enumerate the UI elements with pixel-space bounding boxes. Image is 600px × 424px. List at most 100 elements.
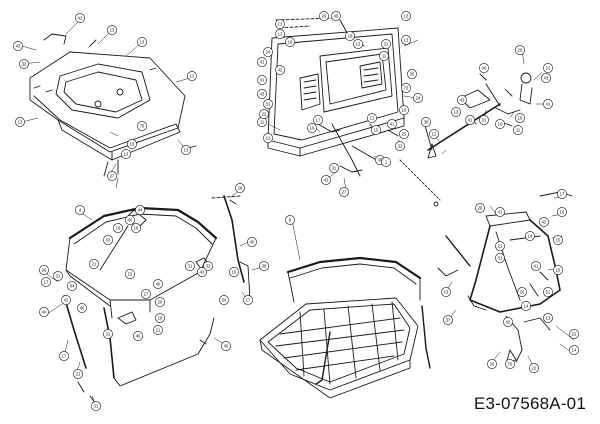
callout-13: 13 <box>401 11 411 21</box>
callout-11: 11 <box>257 117 267 127</box>
callout-number: 42 <box>278 68 283 73</box>
callout-circle <box>263 133 273 143</box>
callout-circle <box>321 175 331 185</box>
callout-number: 42 <box>506 320 511 325</box>
callout-41: 41 <box>257 75 267 85</box>
callout-circle <box>133 331 143 341</box>
callout-circle <box>13 41 23 51</box>
callout-circle <box>257 89 267 99</box>
callout-43: 43 <box>457 95 467 105</box>
callout-number: 43 <box>16 44 21 49</box>
callout-37: 37 <box>443 315 453 325</box>
callout-circle <box>107 171 117 181</box>
callout-circle <box>275 65 285 75</box>
callout-26: 26 <box>235 183 245 193</box>
callout-circle <box>401 11 411 21</box>
callout-16: 16 <box>553 265 563 275</box>
callout-43: 43 <box>13 41 23 51</box>
callout-circle <box>91 401 101 411</box>
callout-circle <box>465 115 475 125</box>
callout-1: 1 <box>381 157 391 167</box>
callout-31: 31 <box>91 401 101 411</box>
callout-21: 21 <box>153 325 163 335</box>
linkage-frame <box>437 191 573 365</box>
callout-circle <box>401 83 411 93</box>
callout-70: 70 <box>505 359 515 369</box>
callout-number: 31 <box>332 166 337 171</box>
callout-circle <box>263 99 273 109</box>
callout-21: 21 <box>89 259 99 269</box>
callout-circle <box>19 59 29 69</box>
callout-circle <box>67 281 77 291</box>
callout-26: 26 <box>475 203 485 213</box>
callout-circle <box>41 277 51 287</box>
callout-number: 31 <box>188 264 193 269</box>
callout-circle <box>479 115 489 125</box>
callout-16: 16 <box>307 123 317 133</box>
leader-lines <box>21 19 575 407</box>
callout-17: 17 <box>557 189 567 199</box>
callout-number: 31 <box>384 42 389 47</box>
callout-circle <box>401 35 411 45</box>
callout-circle <box>155 313 165 323</box>
callout-circle <box>153 325 163 335</box>
callout-number: 31 <box>106 332 111 337</box>
callout-number: 27 <box>342 190 347 195</box>
callout-circle <box>131 223 141 233</box>
callout-circle <box>39 307 49 317</box>
callout-13: 13 <box>121 149 131 159</box>
callout-number: 41 <box>390 122 395 127</box>
callout-circle <box>127 139 137 149</box>
callout-31: 31 <box>329 163 339 173</box>
cover-panel <box>29 33 197 177</box>
callout-26: 26 <box>517 287 527 297</box>
callout-number: 41 <box>534 264 539 269</box>
callout-8: 8 <box>285 215 295 225</box>
callout-number: 54 <box>222 298 227 303</box>
callout-circle <box>517 287 527 297</box>
callout-number: 43 <box>324 178 329 183</box>
callout-18: 18 <box>155 313 165 323</box>
callout-13: 13 <box>451 107 461 117</box>
callout-circle <box>543 99 553 109</box>
callout-number: 43 <box>260 92 265 97</box>
callout-17: 17 <box>41 277 51 287</box>
callout-circle <box>381 39 391 49</box>
callout-14: 14 <box>521 301 531 311</box>
callout-number: 21 <box>498 244 503 249</box>
callout-21: 21 <box>73 369 83 379</box>
callout-number: 15 <box>556 238 561 243</box>
callout-13: 13 <box>401 35 411 45</box>
callout-circle <box>503 317 513 327</box>
callout-20: 20 <box>155 297 165 307</box>
callout-circle <box>15 117 25 127</box>
callout-circle <box>441 287 451 297</box>
callout-circle <box>259 109 269 119</box>
callout-number: 13 <box>546 316 551 321</box>
callout-circle <box>529 363 539 373</box>
callout-25: 25 <box>399 129 409 139</box>
callout-16: 16 <box>345 31 355 41</box>
callout-number: 31 <box>266 102 271 107</box>
callout-number: 73 <box>404 86 409 91</box>
callout-circle <box>569 329 579 339</box>
callout-circle <box>243 295 253 305</box>
callout-31: 31 <box>479 115 489 125</box>
callout-number: 38 <box>424 120 429 125</box>
callout-40: 40 <box>153 279 163 289</box>
callout-number: 22 <box>262 112 267 117</box>
callout-circle <box>543 63 553 73</box>
callout-40: 40 <box>125 215 135 225</box>
callout-32: 32 <box>19 59 29 69</box>
callout-13: 13 <box>181 145 191 155</box>
callout-circle <box>313 115 323 125</box>
callout-number: 51 <box>546 290 551 295</box>
callout-number: 16 <box>518 116 523 121</box>
callout-circle <box>487 359 497 369</box>
callout-31: 31 <box>495 253 505 263</box>
callout-circle <box>103 329 113 339</box>
callout-number: 13 <box>124 152 129 157</box>
callout-circle <box>495 241 505 251</box>
callout-circle <box>495 207 505 217</box>
